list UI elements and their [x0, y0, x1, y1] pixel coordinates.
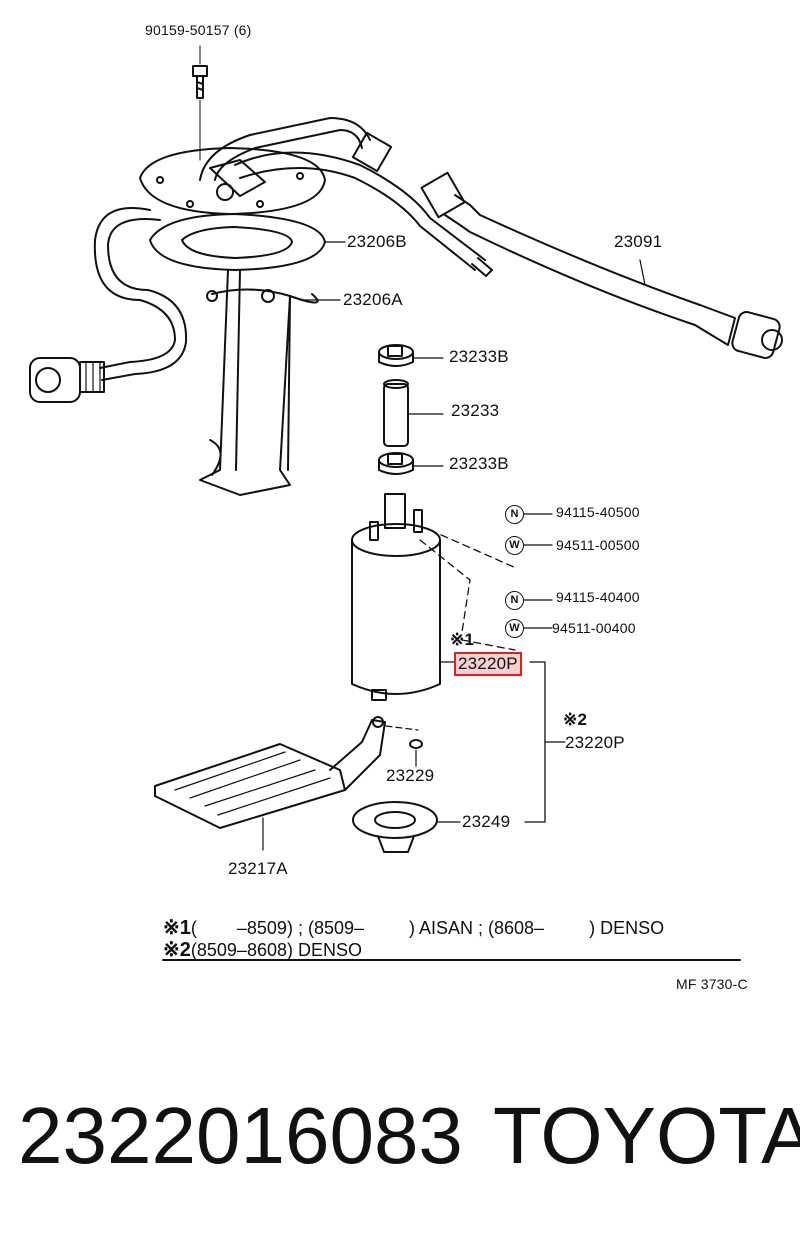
figure-code: MF 3730-C: [676, 976, 748, 992]
clamp-bottom-label: 23233B: [449, 454, 509, 473]
gasket-label: 23206B: [347, 232, 407, 251]
washer-symbol-1: W: [505, 536, 524, 555]
note-2: ※2(8509–8608) DENSO: [163, 937, 362, 962]
bracket-label: 23206A: [343, 290, 403, 309]
washer1-label: 94511-00500: [556, 537, 640, 553]
cushion-drawing: [352, 801, 461, 853]
gasket-small-drawing: [385, 725, 423, 767]
note-2-text: (8509–8608) DENSO: [190, 940, 362, 960]
washer-symbol-2: W: [505, 619, 524, 638]
pipe-drawing: [93, 117, 493, 381]
washer2-label: 94511-00400: [552, 620, 636, 636]
nut-symbol-1: N: [505, 505, 524, 524]
part-number-caption: 2322016083: [18, 1091, 463, 1180]
nut-symbol-2: N: [505, 591, 524, 610]
note-1: ※1( –8509) ; (8509– ) AISAN ; (8608– ) D…: [163, 915, 664, 940]
bolt-label: 90159-50157 (6): [145, 22, 252, 38]
fastener-leader-lines: [523, 513, 553, 629]
connector-drawing: [29, 357, 105, 403]
filter-drawing: [154, 716, 386, 851]
hose-label: 23233: [451, 401, 500, 420]
clamp-top-drawing: [378, 344, 444, 367]
pump-label-highlighted[interactable]: 23220P: [454, 652, 522, 676]
pump2-note-mark: ※2: [563, 710, 588, 729]
filter-label: 23217A: [228, 859, 288, 878]
note-2-mark: ※2: [163, 939, 191, 961]
nut2-label: 94115-40400: [556, 589, 640, 605]
callout-bracket-drawing: [524, 661, 566, 823]
note-1-mark: ※1: [163, 917, 191, 939]
pump2-label: 23220P: [565, 733, 625, 752]
pump-note-mark: ※1: [450, 630, 475, 649]
hose-assembly-label: 23091: [614, 232, 663, 251]
sender-plate-drawing: [139, 147, 326, 215]
fuel-pump-drawing: [351, 493, 517, 701]
hose-drawing: [383, 379, 444, 447]
bracket-drawing: [199, 269, 341, 496]
gasket-drawing: [149, 213, 346, 271]
fuel-pump-exploded-diagram: [29, 45, 783, 961]
clamp-bottom-drawing: [378, 452, 444, 475]
fuel-hose-drawing: [420, 171, 783, 359]
cushion-label: 23249: [462, 812, 511, 831]
gasket-small-label: 23229: [386, 766, 435, 785]
note-1-text: ( –8509) ; (8509– ) AISAN ; (8608– ) DEN…: [190, 918, 665, 938]
brand-caption: TOYOTA: [493, 1091, 800, 1180]
nut1-label: 94115-40500: [556, 504, 640, 520]
bolt-drawing: [192, 45, 208, 161]
clamp-top-label: 23233B: [449, 347, 509, 366]
